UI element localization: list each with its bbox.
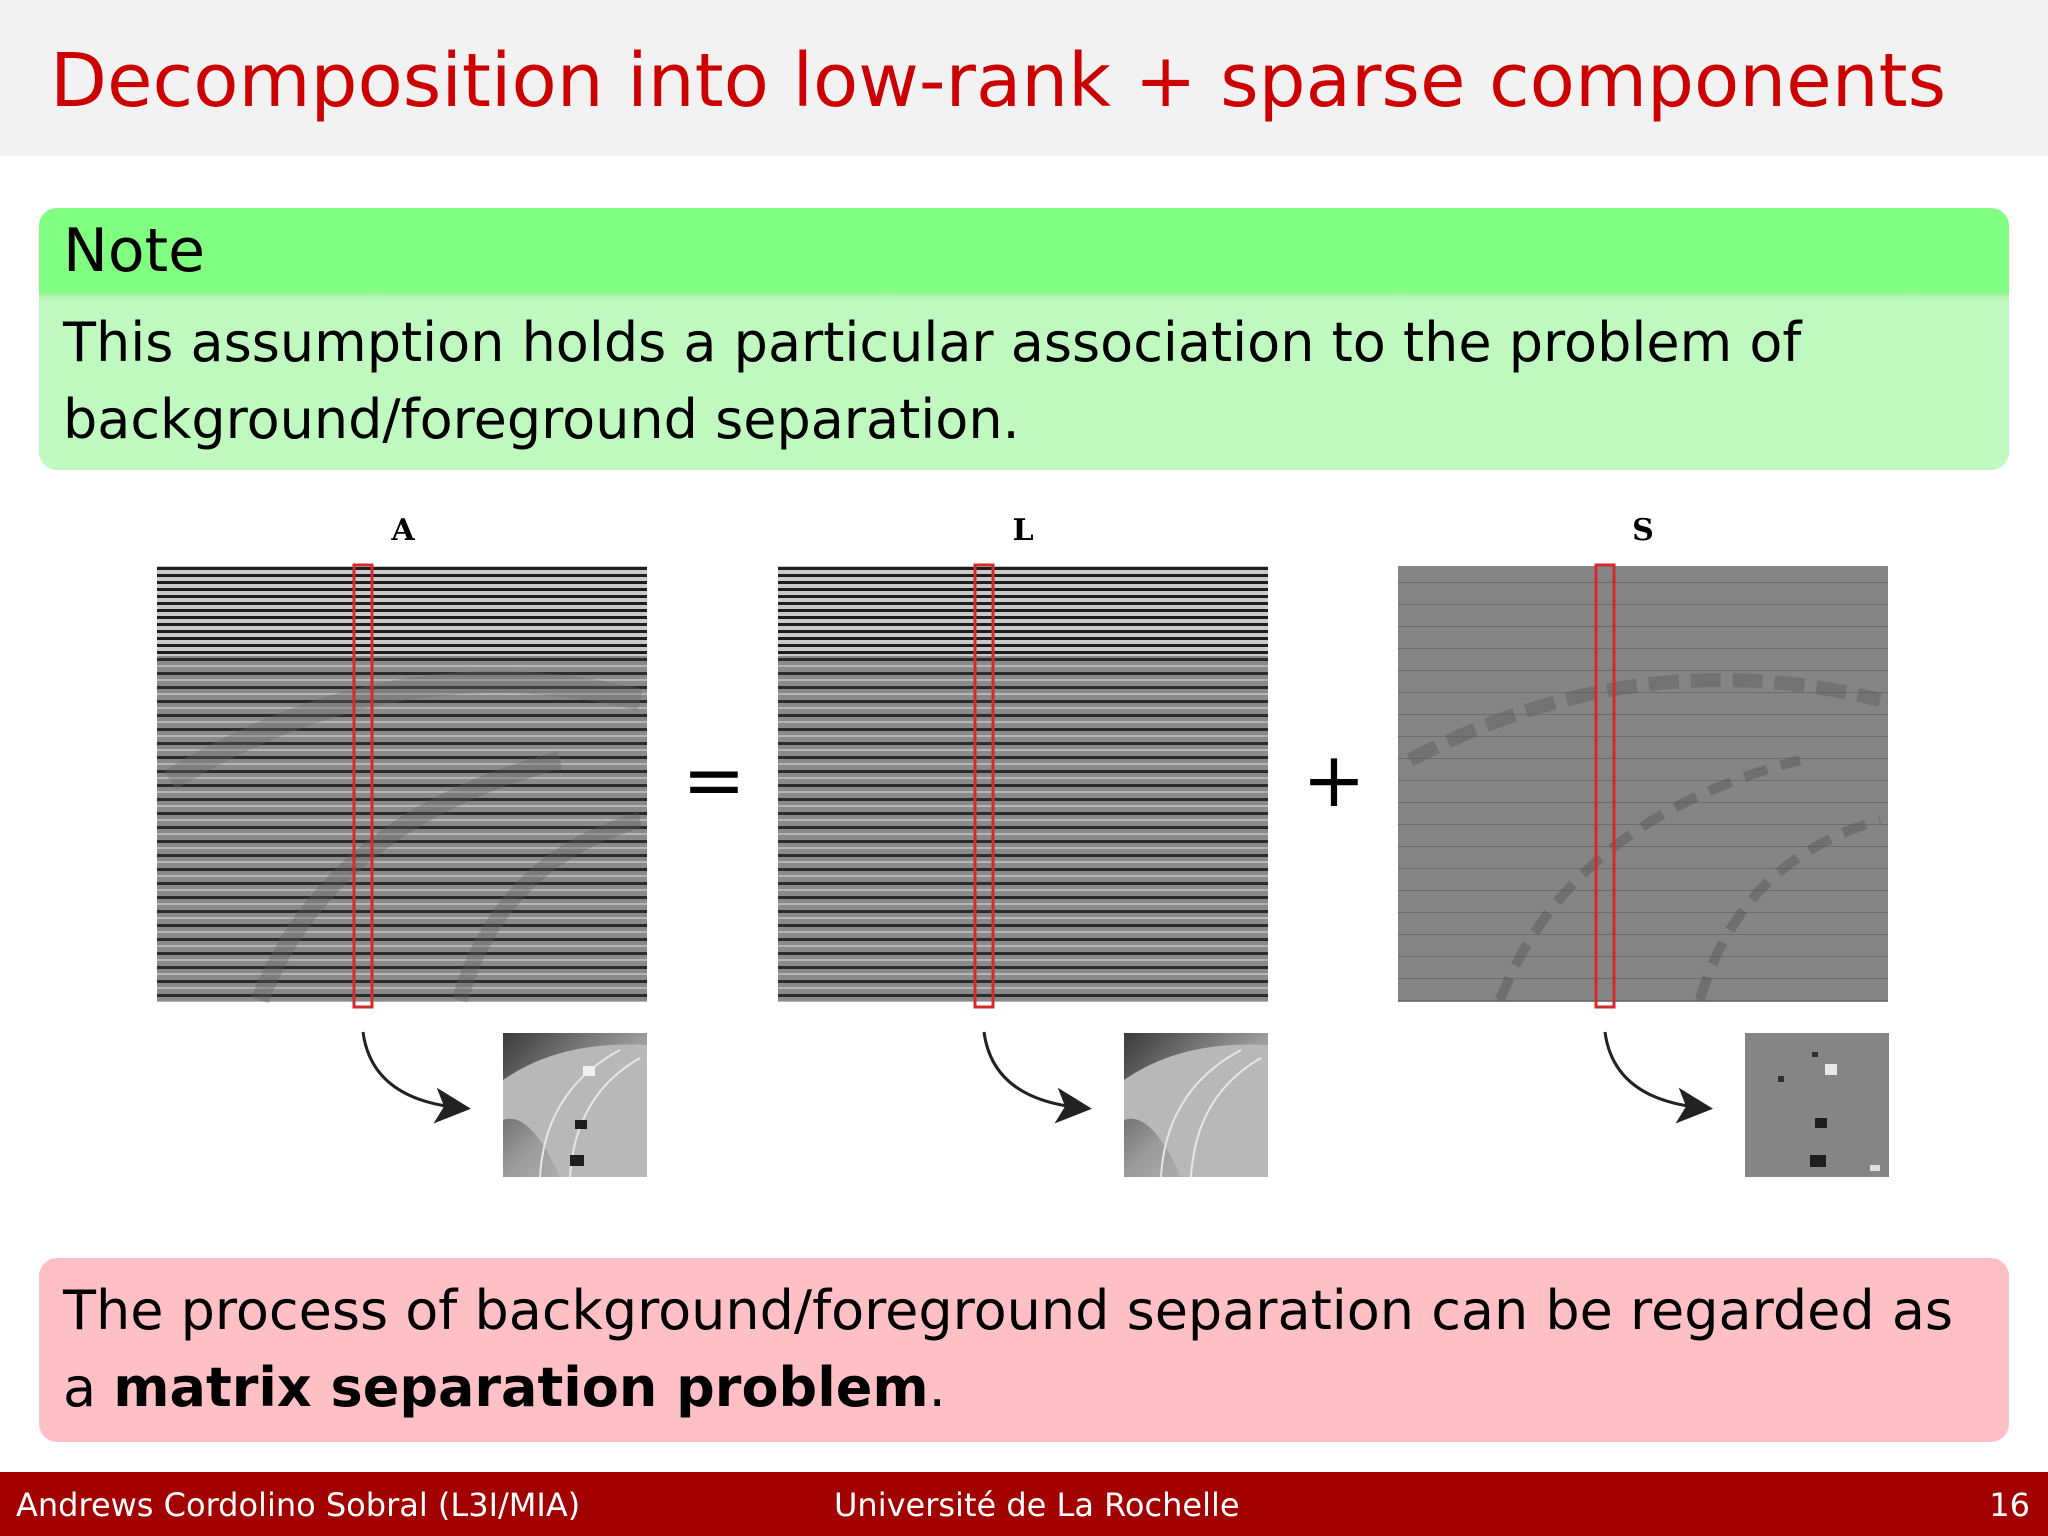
frame-thumbnail-L bbox=[1124, 1033, 1268, 1178]
footer-institution: Université de La Rochelle bbox=[834, 1486, 1240, 1524]
matrix-S bbox=[1398, 563, 1888, 1009]
label-L: L bbox=[1012, 513, 1033, 548]
label-S: S bbox=[1632, 513, 1654, 548]
matrix-A bbox=[157, 563, 647, 1009]
note-block: Note This assumption holds a particular … bbox=[39, 208, 2009, 470]
plus-operator: + bbox=[1302, 735, 1366, 824]
note-header bbox=[39, 208, 2009, 292]
slide-title: Decomposition into low-rank + sparse com… bbox=[50, 38, 1947, 124]
label-A: A bbox=[390, 513, 415, 548]
slide-header: Decomposition into low-rank + sparse com… bbox=[0, 0, 2048, 156]
footer-author: Andrews Cordolino Sobral (L3I/MIA) bbox=[16, 1486, 581, 1524]
alert-body: The process of background/foreground sep… bbox=[63, 1279, 1954, 1419]
footer-page-number: 16 bbox=[1989, 1486, 2030, 1524]
frame-thumbnail-S bbox=[1745, 1033, 1889, 1177]
arrow-S bbox=[1603, 1031, 1713, 1124]
arrow-L bbox=[982, 1031, 1092, 1124]
slide-footer: Andrews Cordolino Sobral (L3I/MIA) Unive… bbox=[0, 1472, 2048, 1536]
arrow-A bbox=[361, 1031, 471, 1124]
note-heading: Note bbox=[63, 216, 206, 286]
alert-bold-text: matrix separation problem bbox=[113, 1356, 929, 1419]
equals-operator: = bbox=[682, 735, 746, 824]
note-body: This assumption holds a particular assoc… bbox=[63, 311, 1802, 451]
frame-thumbnail-A bbox=[503, 1033, 647, 1178]
matrix-L bbox=[778, 563, 1268, 1009]
alert-block: The process of background/foreground sep… bbox=[39, 1258, 2009, 1442]
